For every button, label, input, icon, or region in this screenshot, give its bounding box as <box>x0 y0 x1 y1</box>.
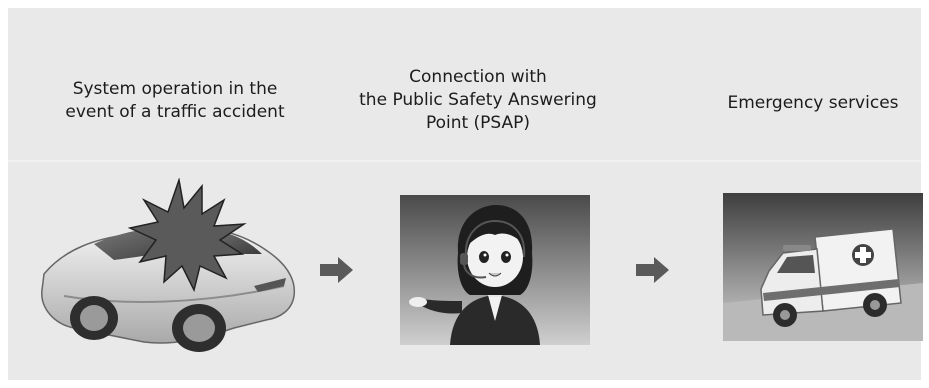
right-arrow-icon <box>320 257 353 283</box>
car-crash-icon <box>34 178 304 358</box>
ambulance-icon <box>723 193 923 341</box>
operator-icon <box>400 195 590 345</box>
step-3-title: Emergency services <box>727 93 899 113</box>
divider <box>8 160 921 162</box>
step-1-title: System operation in the event of a traff… <box>65 79 285 122</box>
process-panel: System operation in the event of a traff… <box>8 8 923 380</box>
right-arrow-icon <box>636 257 669 283</box>
step-2-title: Connection with the Public Safety Answer… <box>359 67 597 133</box>
